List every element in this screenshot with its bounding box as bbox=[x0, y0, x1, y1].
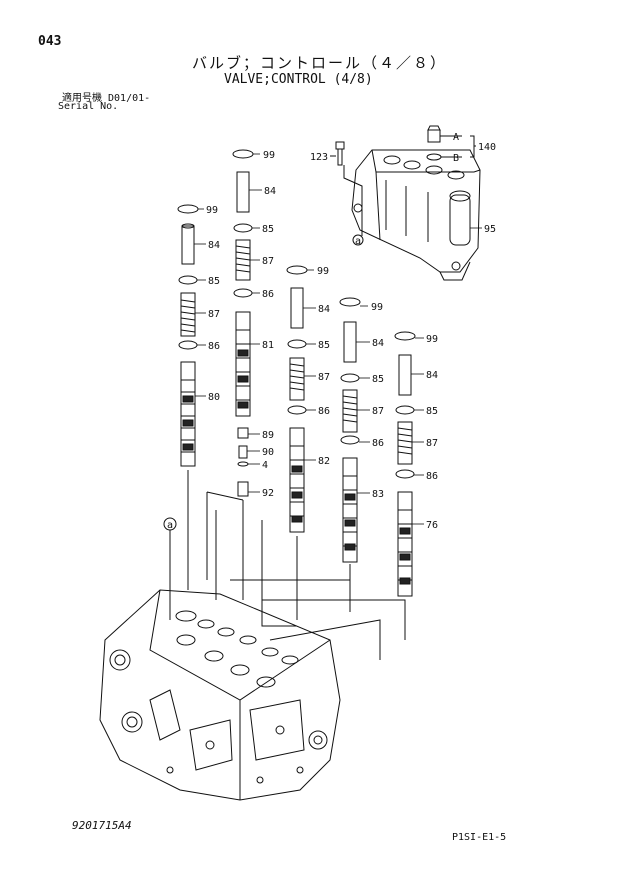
callout-A: A bbox=[453, 132, 459, 143]
callout-84: 84 bbox=[318, 304, 330, 315]
callout-a-top: a bbox=[355, 236, 361, 247]
callout-85: 85 bbox=[262, 224, 274, 235]
callout-81: 81 bbox=[262, 340, 274, 351]
callout-86: 86 bbox=[208, 341, 220, 352]
callout-4: 4 bbox=[262, 460, 268, 471]
valve-cover-drawing bbox=[351, 149, 481, 281]
callout-87: 87 bbox=[426, 438, 438, 449]
callout-86: 86 bbox=[262, 289, 274, 300]
callout-99: 99 bbox=[371, 302, 383, 313]
callout-85: 85 bbox=[208, 276, 220, 287]
callout-87: 87 bbox=[372, 406, 384, 417]
serial-label-japanese: 適用号機 D01/01- bbox=[62, 93, 151, 104]
callout-140: 140 bbox=[478, 142, 496, 153]
callout-87: 87 bbox=[262, 256, 274, 267]
serial-label-english: Serial No. bbox=[58, 101, 119, 112]
callout-84: 84 bbox=[264, 186, 276, 197]
callout-92: 92 bbox=[262, 488, 274, 499]
callout-99: 99 bbox=[426, 334, 438, 345]
callout-B: B bbox=[453, 153, 459, 164]
spool-stack-83 bbox=[339, 297, 361, 610]
callout-76: 76 bbox=[426, 520, 438, 531]
callout-labels: 99 84 85 87 86 80 99 84 85 87 86 81 89 9… bbox=[167, 132, 496, 531]
callout-84: 84 bbox=[426, 370, 438, 381]
bolt-123-drawing bbox=[330, 141, 345, 166]
callout-85: 85 bbox=[318, 340, 330, 351]
callout-99: 99 bbox=[263, 150, 275, 161]
callout-86: 86 bbox=[372, 438, 384, 449]
title-japanese: バルブ；コントロール（４／８） bbox=[192, 54, 448, 72]
callout-87: 87 bbox=[208, 309, 220, 320]
callout-84: 84 bbox=[208, 240, 220, 251]
callout-82: 82 bbox=[318, 456, 330, 467]
valve-body-drawing bbox=[99, 589, 341, 801]
callout-99: 99 bbox=[317, 266, 329, 277]
callout-85: 85 bbox=[426, 406, 438, 417]
page-number: 043 bbox=[38, 34, 62, 49]
page-code: P1SI-E1-5 bbox=[452, 832, 507, 843]
callout-99: 99 bbox=[206, 205, 218, 216]
callout-86: 86 bbox=[318, 406, 330, 417]
callout-87: 87 bbox=[318, 372, 330, 383]
callout-95: 95 bbox=[484, 224, 496, 235]
callout-86: 86 bbox=[426, 471, 438, 482]
spool-stack-82 bbox=[286, 265, 308, 620]
spool-stack-76 bbox=[394, 331, 416, 640]
spool-stack-80 bbox=[177, 204, 199, 590]
callout-89: 89 bbox=[262, 430, 274, 441]
callout-a-left: a bbox=[167, 520, 173, 531]
callout-80: 80 bbox=[208, 392, 220, 403]
callout-90: 90 bbox=[262, 447, 274, 458]
callout-123: 123 bbox=[310, 152, 328, 163]
callout-85: 85 bbox=[372, 374, 384, 385]
spool-stack-81 bbox=[232, 149, 254, 600]
plug-140-drawing bbox=[426, 125, 476, 161]
callout-83: 83 bbox=[372, 489, 384, 500]
callout-84: 84 bbox=[372, 338, 384, 349]
drawing-number: 9201715A4 bbox=[72, 819, 132, 832]
title-english: VALVE;CONTROL (4/8) bbox=[224, 72, 373, 87]
